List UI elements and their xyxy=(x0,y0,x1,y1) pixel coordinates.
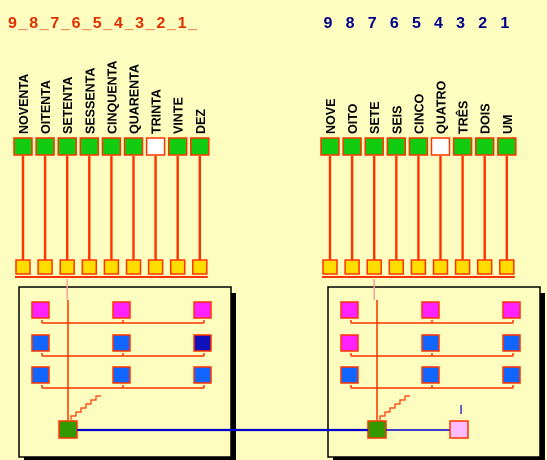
units-header-digit: 3 xyxy=(456,15,465,32)
tens-switch xyxy=(101,137,122,156)
units-switch xyxy=(452,137,473,156)
units-label: UM xyxy=(501,115,515,134)
tens-cell xyxy=(112,334,131,352)
units-cell xyxy=(421,366,440,384)
tens-terminal xyxy=(59,259,75,275)
units-switch xyxy=(386,137,407,156)
tens-label: NOVENTA xyxy=(17,74,31,134)
units-cell xyxy=(340,366,359,384)
tens-staircase xyxy=(70,395,101,420)
tens-label: SESSENTA xyxy=(83,68,97,134)
tens-output xyxy=(58,420,78,439)
tens-header: 9_8_7_6_5_4_3_2_1_ xyxy=(8,15,199,32)
tens-label: QUARENTA xyxy=(128,64,142,134)
tens-cell xyxy=(193,301,212,319)
units-header-digit: 2 xyxy=(478,15,487,32)
tens-cell xyxy=(31,334,50,352)
units-terminal xyxy=(410,259,427,275)
tens-terminal xyxy=(147,259,164,275)
units-switch xyxy=(364,137,384,156)
units-cell xyxy=(340,301,359,319)
tens-cell xyxy=(31,301,50,319)
units-cell xyxy=(340,334,359,352)
units-label: CINCO xyxy=(412,93,426,134)
units-terminal xyxy=(476,259,493,275)
units-label: SETE xyxy=(368,101,382,134)
units-label: NOVE xyxy=(324,99,338,134)
tens-cell xyxy=(112,301,131,319)
tens-switch xyxy=(167,137,188,156)
tens-terminal xyxy=(81,259,98,275)
units-header-digit: 1 xyxy=(500,15,509,32)
units-cell xyxy=(421,334,440,352)
units-cell xyxy=(502,366,521,384)
tens-terminal xyxy=(15,259,31,275)
units-switch xyxy=(430,137,451,156)
units-header-digit: 6 xyxy=(390,15,399,32)
units-cell xyxy=(502,334,521,352)
units-label: QUATRO xyxy=(435,80,449,134)
tens-label: OITENTA xyxy=(39,80,53,134)
tens-cell xyxy=(112,366,131,384)
tens-switch xyxy=(13,137,33,156)
connector: I xyxy=(77,402,469,439)
tens-switch xyxy=(145,137,166,156)
units-switch xyxy=(497,137,517,156)
units-terminal xyxy=(454,259,471,275)
units-header-digit: 5 xyxy=(412,15,421,32)
units-group: NOVE OITO SETE SEIS CINCO QUATRO TRÊS DOIS UM xyxy=(320,80,545,460)
units-terminal xyxy=(344,259,360,275)
units-terminal xyxy=(322,259,338,275)
output-marker: I xyxy=(459,402,463,417)
tens-switch xyxy=(79,137,100,156)
tens-switch xyxy=(35,137,55,156)
tens-switch xyxy=(190,137,210,156)
units-header-digit: 8 xyxy=(346,15,355,32)
tens-group: NOVENTA OITENTA SETENTA SESSENTA CINQUENTA QU… xyxy=(13,61,236,460)
units-cell xyxy=(421,301,440,319)
units-switch xyxy=(320,137,340,156)
units-staircase xyxy=(379,395,410,420)
tens-terminal xyxy=(37,259,53,275)
units-label: SEIS xyxy=(390,106,404,135)
units-label: TRÊS xyxy=(456,101,471,134)
units-terminal xyxy=(366,259,382,275)
units-switch xyxy=(474,137,495,156)
tens-terminal xyxy=(192,259,208,275)
units-switch xyxy=(342,137,362,156)
units-label: DOIS xyxy=(479,103,493,134)
units-terminal xyxy=(499,259,515,275)
tens-cell xyxy=(31,366,50,384)
units-header-digit: 9 xyxy=(324,15,333,32)
tens-label: VINTE xyxy=(172,97,186,134)
tens-cell xyxy=(193,334,212,352)
tens-cell xyxy=(193,366,212,384)
units-cell xyxy=(502,301,521,319)
tens-terminal xyxy=(103,259,120,275)
tens-terminal xyxy=(169,259,186,275)
tens-terminal xyxy=(125,259,142,275)
result-box xyxy=(449,420,469,439)
tens-switch xyxy=(123,137,144,156)
units-label: OITO xyxy=(346,103,360,134)
units-terminal xyxy=(388,259,405,275)
tens-label: CINQUENTA xyxy=(105,61,119,134)
tens-label: SETENTA xyxy=(61,77,75,134)
tens-switch xyxy=(57,137,77,156)
units-output xyxy=(367,420,387,439)
units-header-digit: 4 xyxy=(434,15,443,32)
units-switch xyxy=(408,137,429,156)
tens-label: TRINTA xyxy=(150,89,164,134)
units-header-digit: 7 xyxy=(368,15,377,32)
units-terminal xyxy=(432,259,449,275)
tens-label: DEZ xyxy=(194,109,208,134)
